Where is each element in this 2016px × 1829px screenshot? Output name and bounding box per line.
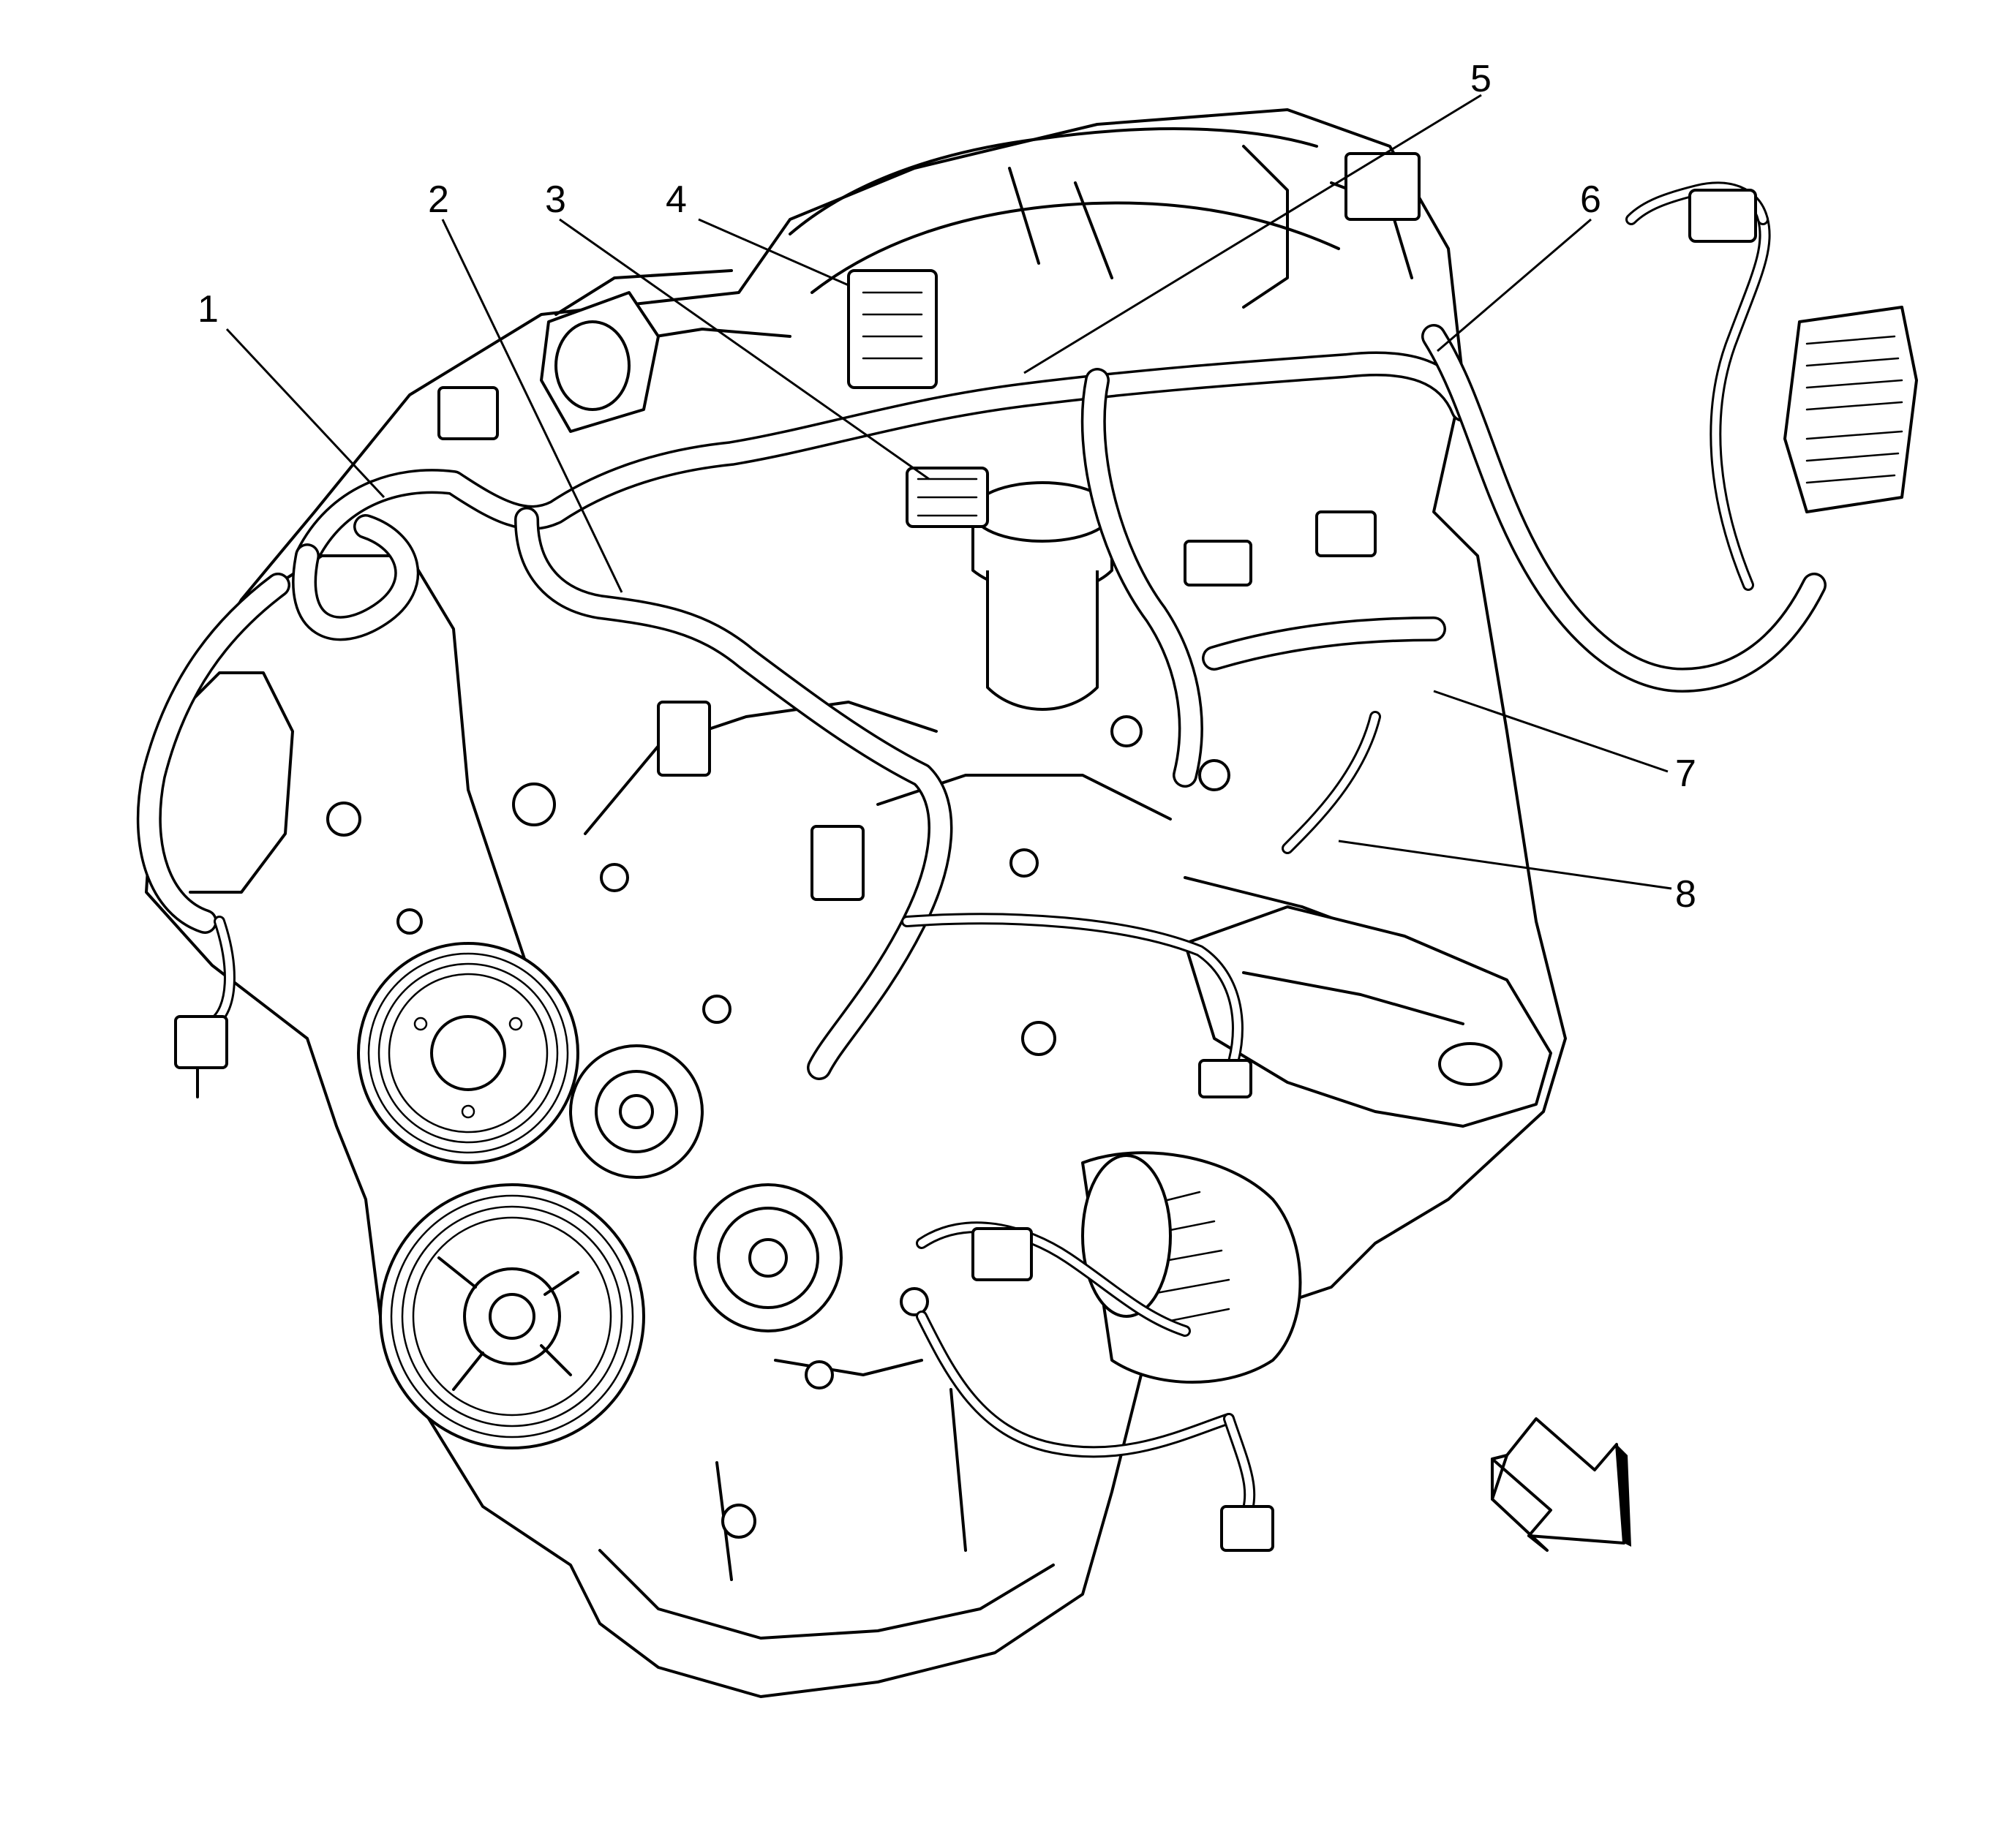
callout-2: 2: [428, 178, 449, 221]
callout-8: 8: [1675, 873, 1696, 916]
connectors: [174, 152, 1918, 1552]
water-pump-pulley: [357, 942, 579, 1164]
oil-fill-cap: [971, 481, 1113, 711]
fasteners: [326, 715, 1230, 1539]
wiring-harness-branches: [206, 181, 1771, 1527]
callout-4: 4: [666, 178, 687, 221]
callout-3: 3: [545, 178, 566, 221]
front-direction-arrow: [1491, 1417, 1631, 1552]
callout-7: 7: [1675, 753, 1696, 795]
throttle-body: [540, 291, 660, 433]
idler-pulley: [693, 1183, 843, 1332]
tensioner-pulley: [569, 1044, 704, 1179]
callout-6: 6: [1580, 178, 1601, 221]
callout-5: 5: [1470, 58, 1492, 100]
callout-labels: 1 2 3 4 5 6 7 8: [198, 58, 1696, 916]
alternator: [1081, 1151, 1302, 1384]
callout-leaders: [225, 94, 1672, 890]
crankshaft-balancer: [379, 1183, 645, 1449]
wiring-harness-main: [136, 324, 1827, 1080]
callout-1: 1: [198, 288, 219, 331]
